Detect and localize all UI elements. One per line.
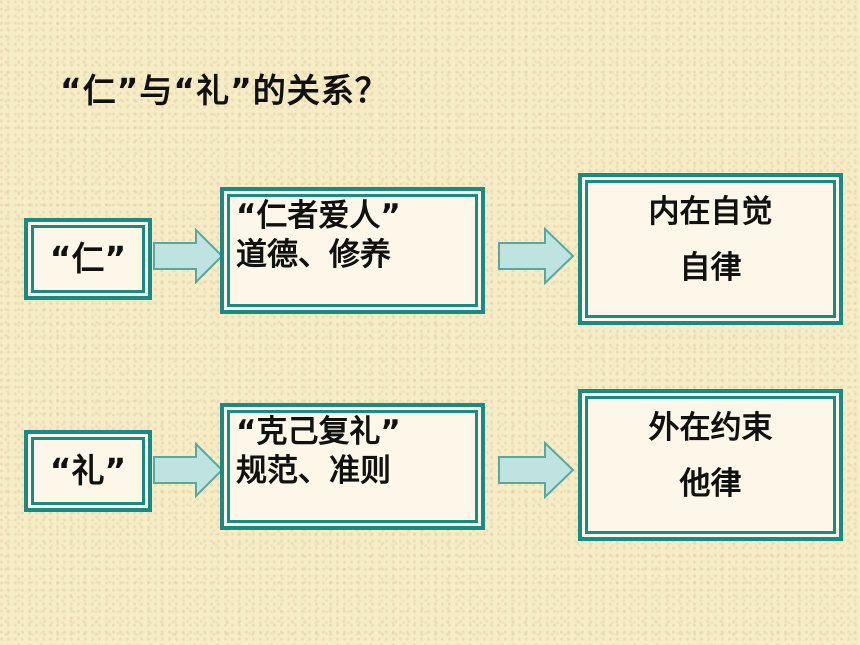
li-nature-box: 外在约束 他律 (578, 389, 843, 541)
ren-label-box: “仁” (24, 218, 152, 300)
li-nature-line1: 外在约束 (648, 410, 773, 446)
ren-definition-meaning: 道德、修养 (236, 236, 391, 273)
arrow-right-icon (498, 441, 575, 499)
arrow-right-icon (498, 227, 575, 285)
arrow-right-icon (153, 442, 224, 498)
ren-nature-box: 内在自觉 自律 (578, 173, 843, 325)
ren-definition-quote: “仁者爱人” (236, 198, 401, 234)
ren-nature-line2: 自律 (679, 249, 742, 286)
li-nature-line2: 他律 (679, 465, 742, 502)
li-definition-quote: “克己复礼” (236, 414, 401, 450)
ren-definition-box: “仁者爱人” 道德、修养 (220, 187, 485, 314)
li-definition-meaning: 规范、准则 (236, 452, 391, 489)
arrow-right-icon (153, 228, 224, 284)
ren-label: “仁” (49, 239, 127, 279)
ren-nature-line1: 内在自觉 (648, 194, 773, 230)
li-label-box: “礼” (24, 430, 152, 512)
li-label: “礼” (49, 451, 127, 491)
slide-title: “仁”与“礼”的关系？ (60, 71, 389, 110)
li-definition-box: “克己复礼” 规范、准则 (220, 403, 485, 530)
